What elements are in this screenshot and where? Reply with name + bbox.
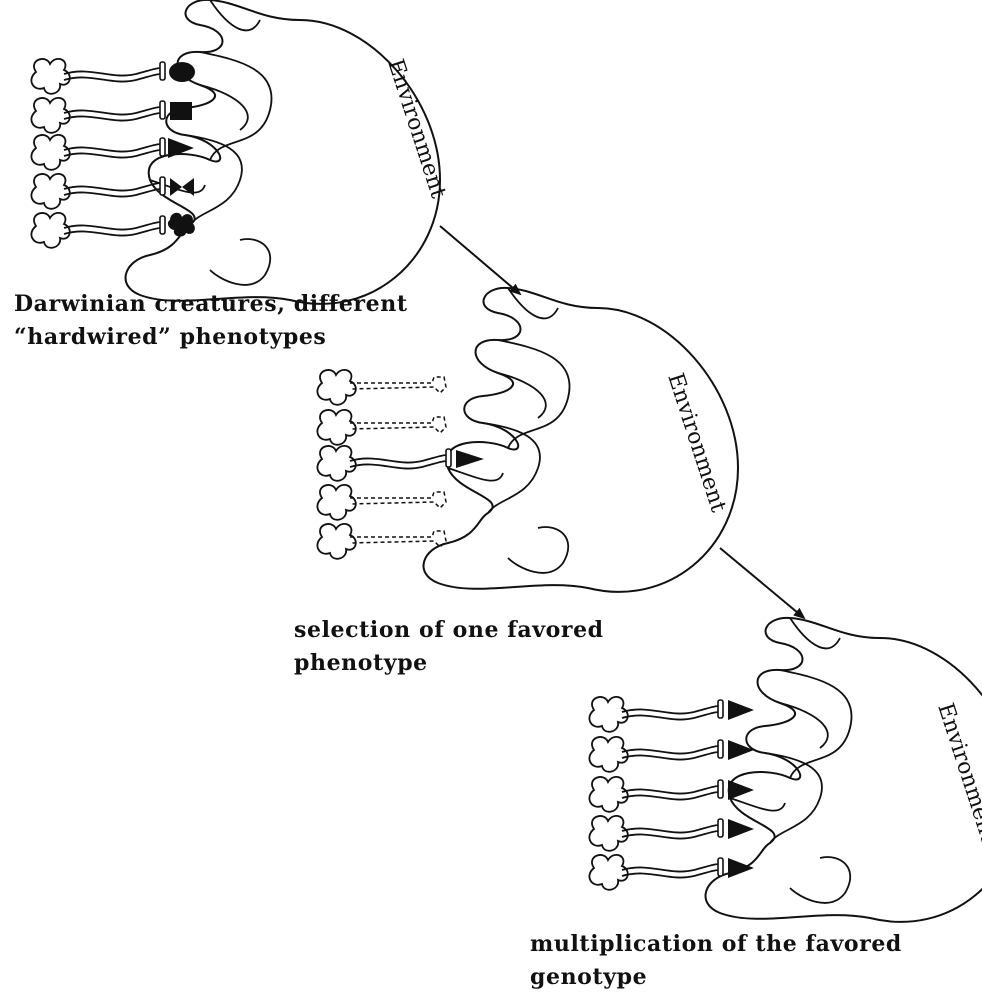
caption-3-line-2: genotype [530,961,902,994]
creature-2-1 [317,370,446,405]
environment-3 [706,618,982,922]
triangle-tool [728,780,754,800]
environment-label-2: Environment [662,370,730,515]
environment-label-1: Environment [382,56,450,201]
creature-1-3 [31,135,194,170]
caption-1-line-1: Darwinian creatures, different [14,288,408,321]
caption-panel-2: selection of one favored phenotype [294,614,604,680]
panel-3: Environment [589,618,982,922]
caption-2-line-2: phenotype [294,647,604,680]
creature-2-4 [317,485,446,520]
arrow-2 [720,548,804,618]
creature-3-1 [589,697,754,732]
rectangle-tool [170,102,192,120]
creature-1-5 [31,213,194,248]
triangle-tool [728,700,754,720]
triangle-tool [728,819,754,839]
creature-3-5 [589,855,754,890]
caption-3-line-1: multiplication of the favored [530,928,902,961]
blob-tool [168,213,195,237]
caption-1-line-2: “hardwired” phenotypes [14,321,408,354]
caption-panel-1: Darwinian creatures, different “hardwire… [14,288,408,354]
creature-2-3 [317,446,484,481]
environment-label-3: Environment [932,700,982,845]
creature-2-2 [317,410,446,445]
creature-3-2 [589,737,754,772]
creature-3-4 [589,816,754,851]
triangle-tool [456,450,484,468]
ellipse-tool [169,62,195,82]
caption-panel-3: multiplication of the favored genotype [530,928,902,994]
creature-3-3 [589,777,754,812]
panel-1: Environment [31,0,450,304]
creature-1-1 [31,59,195,94]
creature-2-5 [317,524,446,559]
caption-2-line-1: selection of one favored [294,614,604,647]
arrow-1 [440,226,520,294]
creature-1-4 [31,174,194,209]
triangle-tool [728,858,754,878]
triangle-tool [728,740,754,760]
